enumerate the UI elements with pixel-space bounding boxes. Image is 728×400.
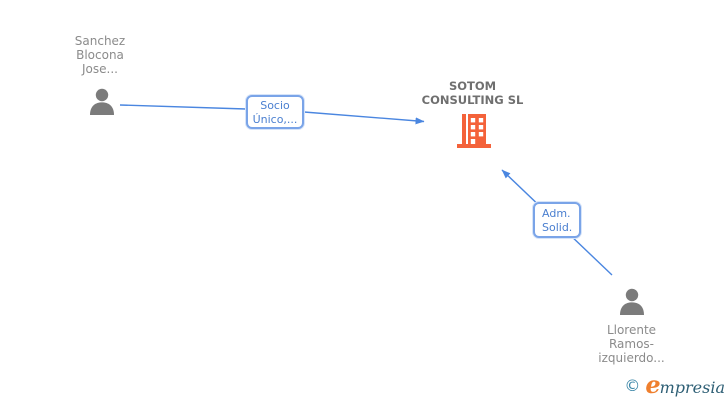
person-name-line: izquierdo... xyxy=(598,351,665,365)
edge-label-line: Socio xyxy=(260,99,290,112)
company-node-sotom[interactable]: SOTOM CONSULTING SL xyxy=(400,79,545,107)
person-name-line: Jose... xyxy=(82,62,118,76)
person-name-line: Llorente xyxy=(606,323,657,337)
copyright-icon: © xyxy=(624,376,641,395)
person-node-llorente[interactable]: Llorente Ramos- izquierdo... xyxy=(571,323,692,365)
edge-label-line: Solid. xyxy=(542,221,573,234)
person-name-line: Ramos- xyxy=(608,337,655,351)
company-name-line: SOTOM xyxy=(448,79,497,93)
empresia-logo[interactable]: ©empresia xyxy=(624,370,725,399)
logo-brand-text: mpresia xyxy=(659,378,725,397)
person-icon[interactable] xyxy=(617,287,647,321)
edge-label-line: Adm. xyxy=(542,207,571,220)
person-node-sanchez[interactable]: Sanchez Blocona Jose... xyxy=(40,34,160,76)
person-name-line: Sanchez xyxy=(74,34,126,48)
building-icon[interactable] xyxy=(457,112,491,152)
company-name-line: CONSULTING SL xyxy=(421,93,524,107)
edge-label-adm-solid[interactable]: Adm. Solid. xyxy=(533,202,581,238)
person-name-line: Blocona xyxy=(76,48,124,62)
edge-label-socio-unico[interactable]: Socio Único,... xyxy=(246,95,304,129)
logo-brand-initial: e xyxy=(645,370,660,399)
person-icon[interactable] xyxy=(87,87,117,121)
edge-label-line: Único,... xyxy=(252,113,298,126)
